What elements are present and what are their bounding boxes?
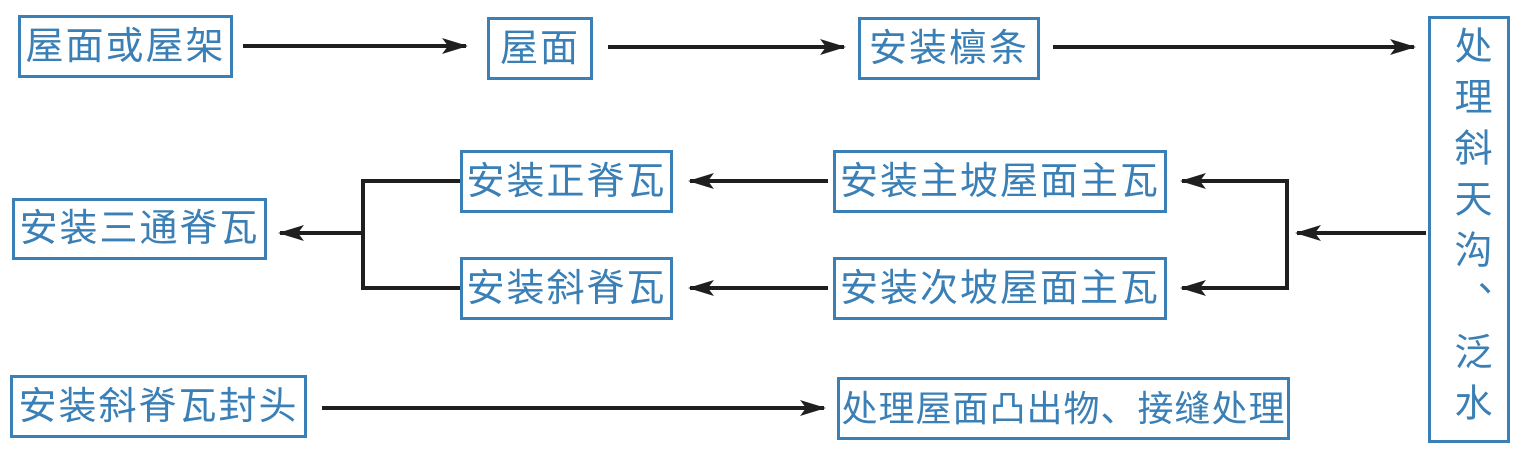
node-install-secondary-slope-tile-label: 安装次坡屋面主瓦 [839,267,1160,310]
node-install-main-ridge-tile: 安装正脊瓦 [460,150,673,213]
left-merge-bracket [361,179,462,290]
node-install-main-slope-tile-label: 安装主坡屋面主瓦 [839,160,1160,203]
node-install-secondary-slope-tile: 安装次坡屋面主瓦 [833,257,1167,320]
node-treat-protrusions-joints-label: 处理屋面凸出物、接缝处理 [841,387,1286,429]
node-treat-valley-flashing-label: 处理斜天沟、泛水 [1448,25,1490,434]
node-roof-label: 屋面 [499,27,580,70]
node-install-purlins: 安装檩条 [858,17,1040,80]
node-install-hip-ridge-tile: 安装斜脊瓦 [460,257,673,320]
node-install-main-slope-tile: 安装主坡屋面主瓦 [833,150,1167,213]
node-treat-protrusions-joints: 处理屋面凸出物、接缝处理 [837,377,1290,440]
node-treat-valley-flashing: 处理斜天沟、泛水 [1428,16,1510,443]
node-install-purlins-label: 安装檩条 [868,27,1029,70]
node-install-hip-ridge-tile-label: 安装斜脊瓦 [466,267,667,310]
node-install-tee-ridge-tile: 安装三通脊瓦 [12,198,267,260]
node-roof: 屋面 [487,17,593,80]
node-install-hip-ridge-end-cap-label: 安装斜脊瓦封头 [18,385,299,428]
node-install-tee-ridge-tile-label: 安装三通脊瓦 [19,208,260,250]
node-roof-or-truss-label: 屋面或屋架 [25,25,226,68]
node-install-hip-ridge-end-cap: 安装斜脊瓦封头 [10,375,307,438]
node-roof-or-truss: 屋面或屋架 [18,15,233,78]
node-install-main-ridge-tile-label: 安装正脊瓦 [466,160,667,203]
